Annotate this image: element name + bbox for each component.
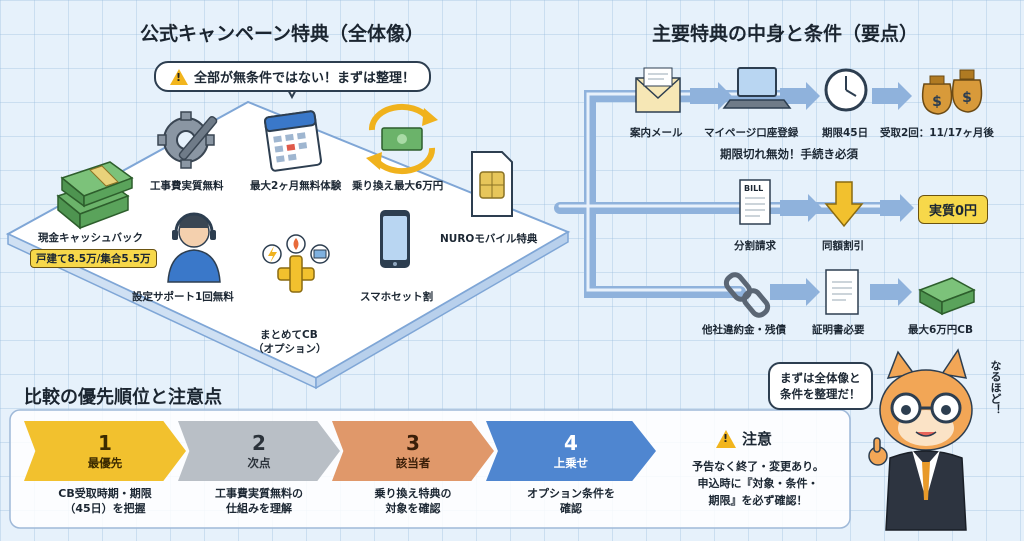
certificate-icon <box>825 269 859 315</box>
priority-step-1-desc: CB受取時期・期限 （45日）を把握 <box>40 486 170 516</box>
broken-chain-icon <box>723 272 771 318</box>
caution-line2: 申込時に『対象・条件・ <box>697 477 819 490</box>
warning-callout: 全部が無条件ではない！まずは整理！ <box>154 61 432 92</box>
caution-title: 注意 <box>742 430 773 448</box>
priority-step-3: 3 該当者 <box>332 421 494 481</box>
priority-step-2-number: 2 <box>252 431 266 455</box>
priority-step-4-desc: オプション条件を 確認 <box>506 486 636 516</box>
right-section-title: 主要特典の中身と条件（要点） <box>652 23 919 45</box>
priority-step-2-desc-line2: 仕組みを理解 <box>226 502 292 515</box>
priority-step-1-desc-line2: （45日）を把握 <box>64 502 146 515</box>
bottom-section-title: 比較の優先順位と注意点 <box>24 387 222 408</box>
label-switching: 乗り換え最大6万円 <box>352 180 444 192</box>
cashback-amount-badge: 戸建て8.5万/集合5.5万 <box>30 249 157 268</box>
priority-step-4-number: 4 <box>564 431 578 455</box>
label-trial: 最大2ヶ月無料体験 <box>250 180 342 192</box>
priority-step-2-desc-line1: 工事費実質無料の <box>215 487 303 500</box>
bill-text: BILL <box>744 184 764 193</box>
label-bundle-line1: まとめてCB <box>260 329 318 341</box>
row2-arrows <box>780 194 914 222</box>
row1-step1-label: 案内メール <box>630 127 683 139</box>
priority-step-3-desc-line2: 対象を確認 <box>385 502 441 515</box>
sim-card-icon <box>471 151 513 217</box>
left-section-title: 公式キャンペーン特典（全体像） <box>140 23 425 45</box>
support-agent-icon <box>167 212 221 283</box>
priority-step-1-number: 1 <box>98 431 112 455</box>
label-cashback: 現金キャッシュバック <box>38 232 143 244</box>
warning-callout-text: 全部が無条件ではない！まずは整理！ <box>194 71 416 86</box>
switch-cash-icon <box>366 103 438 175</box>
platform-side-right <box>315 230 569 390</box>
label-mobile: NUROモバイル特典 <box>440 233 538 245</box>
row1-arrows <box>690 82 912 110</box>
svg-text:$: $ <box>962 90 972 106</box>
caution-line1: 予告なく終了・変更あり。 <box>692 460 824 473</box>
priority-step-4-desc-line2: 確認 <box>560 502 582 515</box>
priority-step-4-label: 上乗せ <box>553 456 589 470</box>
svg-text:$: $ <box>932 94 942 110</box>
cash-icon <box>918 277 976 316</box>
row3-step1-label: 他社違約金・残債 <box>702 324 786 336</box>
mascot-cat <box>868 348 973 531</box>
discount-down-arrow-icon <box>824 181 864 228</box>
calendar-icon <box>264 110 322 172</box>
row1-note: 期限切れ無効！手続き必須 <box>720 147 858 161</box>
mail-icon <box>635 67 681 113</box>
mascot-speech-bubble: まずは全体像と 条件を整理だ！ <box>768 362 873 410</box>
caution-line3: 期限』を必ず確認！ <box>708 494 808 507</box>
priority-step-1-label: 最優先 <box>87 456 123 470</box>
row2-step1-label: 分割請求 <box>734 240 776 252</box>
row1-step4-label: 受取2回：11/17ヶ月後 <box>880 127 994 139</box>
clock-icon <box>824 68 868 112</box>
caution-warning-icon <box>716 429 736 448</box>
priority-step-2-desc: 工事費実質無料の 仕組みを理解 <box>194 486 324 516</box>
mascot-speech-line1: まずは全体像と <box>780 371 861 385</box>
row2-result-badge: 実質0円 <box>918 195 989 224</box>
gear-wrench-icon <box>157 111 218 169</box>
label-construction: 工事費実質無料 <box>150 180 224 192</box>
row2-step2-label: 同額割引 <box>822 240 864 252</box>
caution-heading: 注意 <box>716 428 772 449</box>
row3-step2-label: 証明書必要 <box>812 324 865 336</box>
priority-step-3-desc: 乗り換え特典の 対象を確認 <box>348 486 478 516</box>
warning-icon <box>170 68 188 85</box>
label-smartphone: スマホセット割 <box>360 291 434 303</box>
cash-stack-icon <box>56 161 134 230</box>
priority-step-1-desc-line1: CB受取時期・期限 <box>58 487 152 500</box>
priority-step-2-label: 次点 <box>247 456 271 470</box>
money-bags-icon: $ $ <box>921 69 983 115</box>
priority-step-2: 2 次点 <box>178 421 340 481</box>
priority-step-3-desc-line1: 乗り換え特典の <box>374 487 452 500</box>
caution-text: 予告なく終了・変更あり。 申込時に『対象・条件・ 期限』を必ず確認！ <box>678 458 838 509</box>
row1-step3-label: 期限45日 <box>822 127 869 139</box>
mascot-speech-line2: 条件を整理だ！ <box>780 387 861 401</box>
priority-step-4-desc-line1: オプション条件を <box>527 487 615 500</box>
smartphone-icon <box>380 210 410 268</box>
label-bundle-line2: （オプション） <box>253 343 327 355</box>
bill-icon <box>739 179 771 225</box>
priority-step-1: 1 最優先 <box>24 421 186 481</box>
bundle-plus-icon <box>262 234 330 293</box>
mascot-side-text: なるほど！ <box>989 360 1002 415</box>
row3-arrows <box>770 278 912 306</box>
row1-step2-label: マイページ口座登録 <box>704 127 799 139</box>
row3-step3-label: 最大6万円CB <box>908 324 974 336</box>
priority-step-3-number: 3 <box>406 431 420 455</box>
laptop-icon <box>722 67 792 109</box>
priority-step-4: 4 上乗せ <box>486 421 656 481</box>
priority-step-3-label: 該当者 <box>395 456 431 470</box>
label-support: 設定サポート1回無料 <box>132 291 234 303</box>
